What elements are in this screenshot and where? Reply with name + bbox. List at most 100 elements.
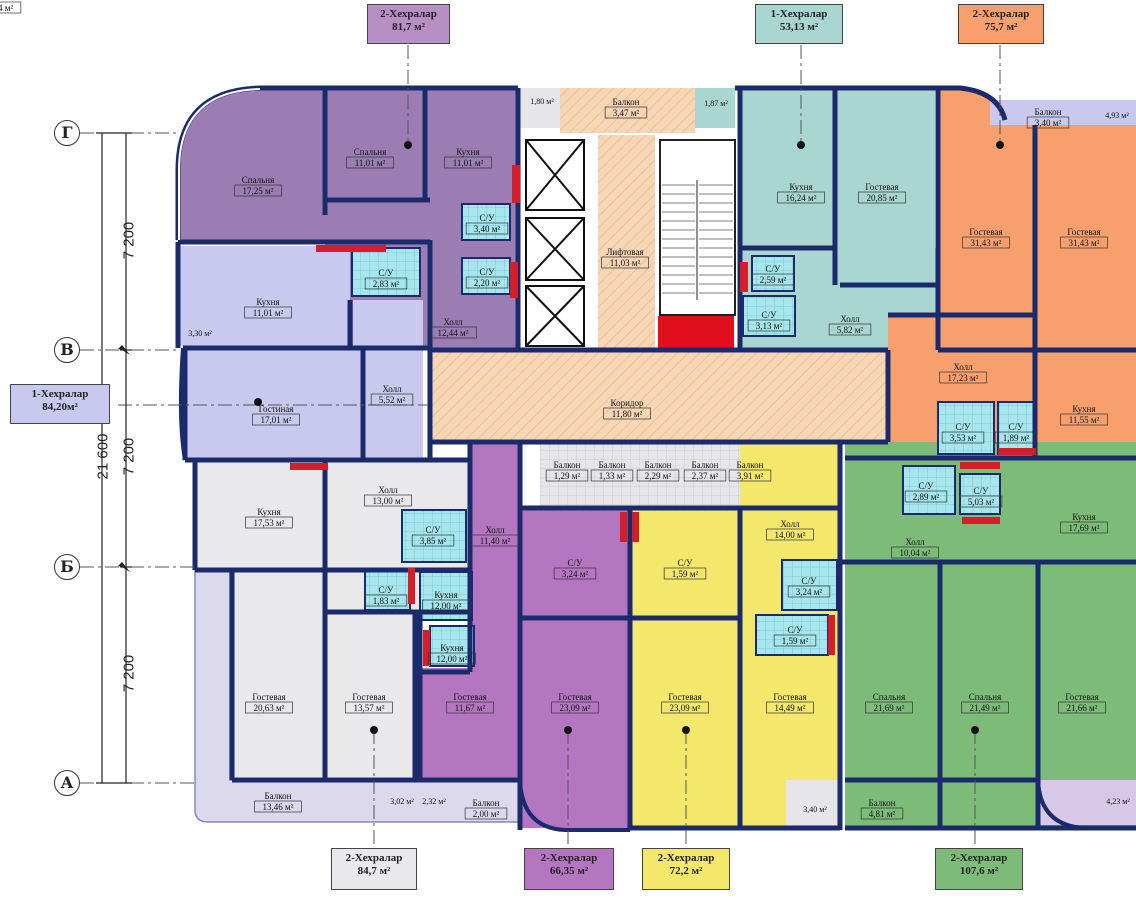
- area-label: 3,30 м²: [188, 329, 212, 338]
- room-area: 1,59 м²: [672, 569, 699, 579]
- room-label: С/У3,53 м²: [941, 422, 985, 444]
- room-name: Балкон: [599, 460, 626, 470]
- room-area: 17,53 м²: [254, 518, 285, 528]
- room-area: 31,43 м²: [1069, 238, 1100, 248]
- room-name: Балкон: [869, 798, 896, 808]
- room-name: Кухня: [1072, 512, 1095, 522]
- room-name: Холл: [382, 384, 402, 394]
- room-area-box: [444, 156, 492, 169]
- apartment-type: 2-Хехралар: [950, 852, 1008, 864]
- room-area-box: [370, 393, 414, 406]
- room-name: С/У: [379, 268, 395, 278]
- room-area: 17,23 м²: [948, 373, 979, 383]
- room-name: Гостевая: [773, 692, 806, 702]
- room-name: Кухня: [456, 147, 479, 157]
- room-name: Кухня: [789, 182, 812, 192]
- room-name: С/У: [919, 481, 935, 491]
- room-name: Холл: [840, 314, 860, 324]
- room-name: Коридор: [611, 398, 644, 408]
- room-label: С/У3,24 м²: [787, 576, 831, 598]
- room-area: 17,69 м²: [1069, 523, 1100, 533]
- room-name: С/У: [480, 267, 496, 277]
- room-area-box: [411, 534, 455, 547]
- room-name: С/У: [974, 486, 990, 496]
- room-area: 11,55 м²: [1069, 415, 1100, 425]
- room-area: 2,00 м²: [473, 809, 500, 819]
- room-name: С/У: [762, 310, 778, 320]
- room-area: 20,63 м²: [254, 703, 285, 713]
- room-area: 3,53 м²: [950, 433, 977, 443]
- room-area: 17,25 м²: [243, 186, 274, 196]
- room-area-box: [446, 701, 494, 714]
- room-area-box: [858, 191, 906, 204]
- room-area-box: [766, 701, 814, 714]
- room-area: 1,89 м²: [1003, 433, 1030, 443]
- area-label: 4,23 м²: [1106, 797, 1130, 806]
- room-name: Гостевая: [352, 692, 385, 702]
- area-label: 1,87 м²: [704, 99, 728, 108]
- apartment-area: 53,13 м²: [779, 21, 819, 33]
- room-name: Кухня: [434, 590, 457, 600]
- room-name: С/У: [1009, 422, 1025, 432]
- room-label: С/У3,85 м²: [411, 525, 455, 547]
- room-area: 2,59 м²: [760, 275, 787, 285]
- apartment-area: 72,2 м²: [669, 865, 703, 877]
- room-area-box: [254, 800, 302, 813]
- room-area-box: [941, 431, 985, 444]
- apartment-tag-bottom-3: 2-Хехралар 72,2 м²: [642, 848, 730, 890]
- room-area: 16,24 м²: [786, 193, 817, 203]
- room-name: Холл: [485, 525, 505, 535]
- room-name: С/У: [802, 576, 818, 586]
- room-area: 11,80 м²: [612, 409, 643, 419]
- room-label: С/У1,89 м²: [994, 422, 1038, 444]
- area-label: 3,40 м²: [803, 805, 827, 814]
- room-area: 31,43 м²: [971, 238, 1002, 248]
- room-area-box: [891, 546, 939, 559]
- room-area-box: [471, 534, 519, 547]
- room-area: 5,03 м²: [968, 497, 995, 507]
- room-label: С/У2,59 м²: [751, 264, 795, 286]
- room-area-box: [245, 701, 293, 714]
- room-label: Балкон5,84 м²: [0, 0, 22, 14]
- room-area-box: [636, 469, 680, 482]
- room-area-box: [252, 413, 300, 426]
- room-area-box: [865, 701, 913, 714]
- room-area-box: [428, 652, 476, 665]
- room-area: 2,89 м²: [913, 492, 940, 502]
- room-name: С/У: [568, 558, 584, 568]
- room-area: 20,85 м²: [867, 193, 898, 203]
- room-area-box: [364, 494, 412, 507]
- room-area-box: [551, 701, 599, 714]
- room-area: 10,04 м²: [900, 548, 931, 558]
- area-label: 1,80 м²: [530, 97, 554, 106]
- room-area: 21,66 м²: [1067, 703, 1098, 713]
- room-name: Гостевая: [865, 182, 898, 192]
- room-area-box: [465, 276, 509, 289]
- dimension-segment-2: 7 200: [120, 437, 138, 476]
- room-name: Гостевая: [453, 692, 486, 702]
- room-area-box: [939, 371, 987, 384]
- room-area-box: [773, 634, 817, 647]
- room-area: 23,09 м²: [670, 703, 701, 713]
- room-name: Гостевая: [1067, 227, 1100, 237]
